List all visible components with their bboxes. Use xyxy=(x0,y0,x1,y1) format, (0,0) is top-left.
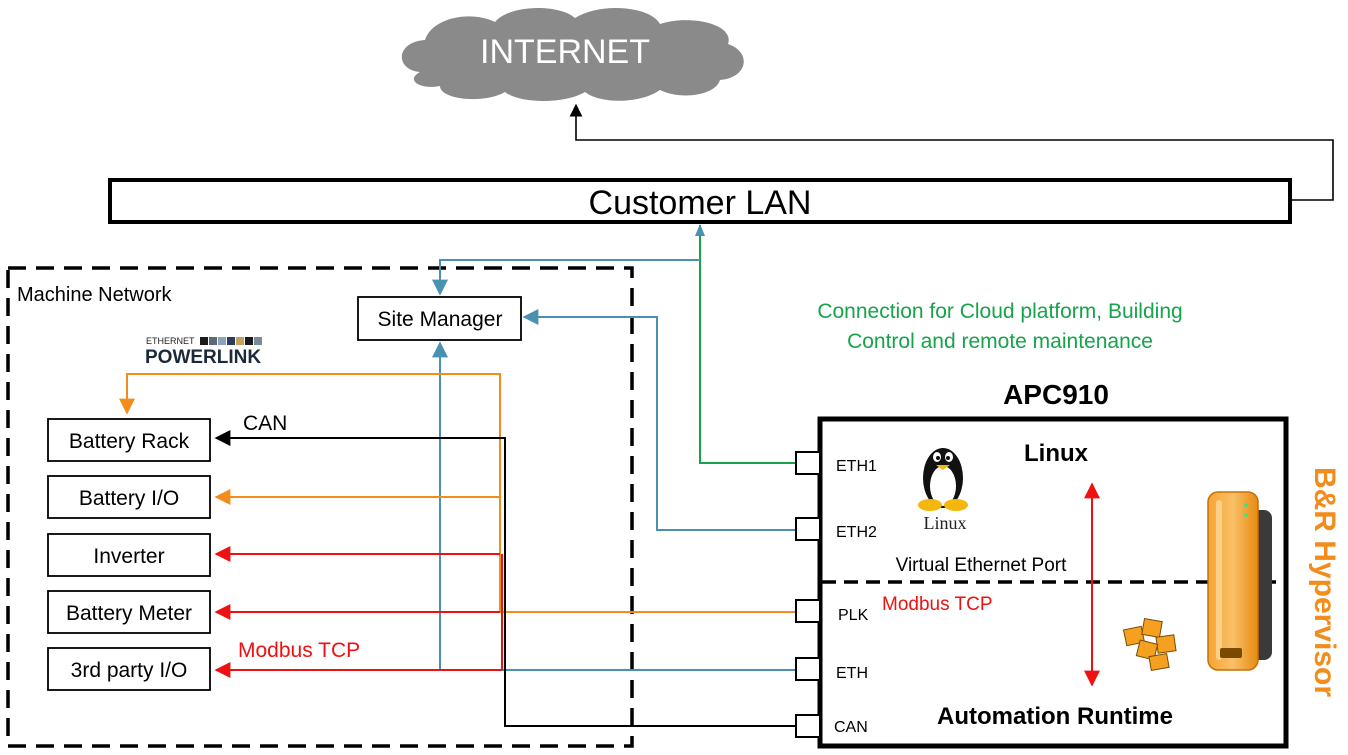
site-manager-box xyxy=(357,296,522,341)
battery-io-box xyxy=(47,475,211,519)
powerlink-logo-main: POWERLINK xyxy=(145,347,261,368)
apc-device-image xyxy=(1207,491,1272,671)
cloud-label: INTERNET xyxy=(480,33,650,71)
automation-runtime-label: Automation Runtime xyxy=(937,703,1173,730)
lan-internet-link xyxy=(569,103,1334,201)
battery-io-label: Battery I/O xyxy=(79,487,179,510)
port-can-label: CAN xyxy=(834,719,868,736)
machine-network-label: Machine Network xyxy=(17,284,173,306)
port-eth xyxy=(795,657,821,681)
inverter-label: Inverter xyxy=(93,545,164,568)
site-manager-label: Site Manager xyxy=(378,308,503,331)
eth1-lan-arrowhead xyxy=(695,224,705,236)
modbus-left-label: Modbus TCP xyxy=(238,639,360,662)
port-plk xyxy=(795,599,821,623)
port-eth1-label: ETH1 xyxy=(836,458,877,475)
machine-network-boundary xyxy=(6,266,634,748)
port-plk-label: PLK xyxy=(838,607,869,624)
port-eth-label: ETH xyxy=(836,665,868,682)
cloud-note-line1: Connection for Cloud platform, Building xyxy=(817,300,1182,323)
lan-label: Customer LAN xyxy=(589,184,812,222)
eth2-site-manager-link xyxy=(522,309,795,531)
br-hypervisor-label: B&R Hypervisor xyxy=(1308,467,1341,697)
powerlink-logo-top: ETHERNET xyxy=(146,336,195,346)
port-eth1 xyxy=(795,451,821,475)
apc-title: APC910 xyxy=(1003,379,1109,410)
cloud-shape xyxy=(401,7,744,101)
eth-site-manager-link xyxy=(432,341,795,671)
tux-icon xyxy=(918,448,968,511)
can-link-label: CAN xyxy=(243,412,287,435)
cloud-note-line2: Control and remote maintenance xyxy=(847,330,1153,353)
port-can xyxy=(795,714,821,738)
powerlink-logo: ETHERNET POWERLINK xyxy=(145,336,262,368)
modbus-right-label: Modbus TCP xyxy=(882,594,993,615)
third-party-io-label: 3rd party I/O xyxy=(71,659,188,682)
linux-label: Linux xyxy=(1024,440,1089,467)
plk-battery-rack-link xyxy=(119,373,795,613)
lan-site-manager-link xyxy=(432,259,700,296)
site-manager-node: Site Manager xyxy=(357,296,522,341)
battery-rack-box xyxy=(47,418,211,462)
internet-cloud: INTERNET xyxy=(401,7,744,101)
port-eth2-label: ETH2 xyxy=(836,524,877,541)
device-list: Battery Rack Battery I/O Inverter Batter… xyxy=(47,418,211,691)
third-party-io-box xyxy=(47,647,211,691)
battery-rack-label: Battery Rack xyxy=(69,430,190,453)
automation-studio-icon xyxy=(1122,617,1177,672)
virtual-port-label: Virtual Ethernet Port xyxy=(896,555,1067,576)
can-battery-rack-link xyxy=(214,430,795,727)
port-eth2 xyxy=(795,517,821,541)
linux-logo-text: Linux xyxy=(924,513,967,533)
inverter-box xyxy=(47,533,211,577)
eth1-lan-link xyxy=(699,225,795,464)
apc910-box: ETH1 ETH2 PLK ETH CAN Linux Linux Virtua… xyxy=(795,416,1289,749)
lan-box xyxy=(108,178,1292,224)
battery-meter-box xyxy=(47,590,211,634)
battery-meter-label: Battery Meter xyxy=(66,602,192,625)
customer-lan: Customer LAN xyxy=(108,178,1292,224)
